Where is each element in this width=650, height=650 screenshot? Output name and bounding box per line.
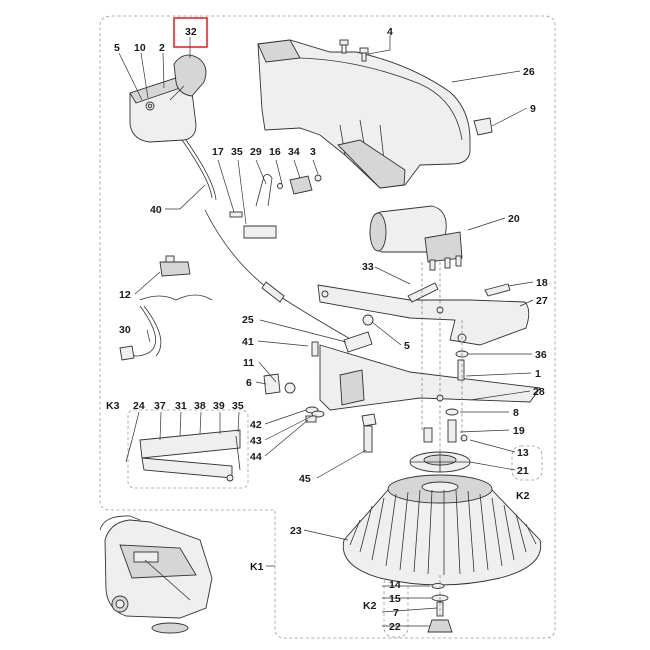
lower-arm bbox=[319, 344, 541, 411]
bracket-9 bbox=[473, 117, 493, 136]
label-21: 21 bbox=[517, 465, 529, 477]
label-k1: K1 bbox=[250, 561, 264, 573]
label-41: 41 bbox=[242, 336, 254, 348]
kit-k3-box bbox=[127, 409, 249, 489]
screw-33 bbox=[407, 282, 439, 303]
lever-knob bbox=[169, 54, 207, 101]
label-15: 15 bbox=[389, 593, 401, 605]
label-3: 3 bbox=[310, 146, 316, 158]
label-10: 10 bbox=[134, 42, 146, 54]
label-35-k3: 35 bbox=[232, 400, 244, 412]
label-38: 38 bbox=[194, 400, 206, 412]
label-5: 5 bbox=[114, 42, 120, 54]
label-5-lower: 5 bbox=[404, 340, 410, 352]
label-22: 22 bbox=[389, 621, 401, 633]
brush-cover bbox=[257, 39, 471, 189]
label-43: 43 bbox=[250, 435, 262, 447]
kit-k2-box-right bbox=[511, 445, 543, 481]
label-37: 37 bbox=[154, 400, 166, 412]
cable-40 bbox=[181, 139, 213, 199]
label-25: 25 bbox=[242, 314, 254, 326]
screw-41 bbox=[311, 341, 319, 357]
wiring-harness bbox=[119, 294, 213, 361]
callout-labels: 32 5 10 2 4 26 9 17 35 29 16 34 3 40 20 … bbox=[106, 26, 548, 633]
label-7: 7 bbox=[393, 607, 399, 619]
label-19: 19 bbox=[513, 425, 525, 437]
label-13: 13 bbox=[517, 447, 529, 459]
highlight-box-32 bbox=[173, 17, 208, 48]
switch-12 bbox=[159, 255, 191, 277]
label-18: 18 bbox=[536, 277, 548, 289]
label-8: 8 bbox=[513, 407, 519, 419]
label-12: 12 bbox=[119, 289, 131, 301]
leader-lines bbox=[118, 35, 534, 627]
label-44: 44 bbox=[250, 451, 262, 463]
label-2: 2 bbox=[159, 42, 165, 54]
label-14: 14 bbox=[389, 579, 401, 591]
washers-42-44 bbox=[305, 406, 325, 423]
label-39: 39 bbox=[213, 400, 225, 412]
cable-25 bbox=[204, 209, 353, 341]
label-34: 34 bbox=[288, 146, 300, 158]
label-30: 30 bbox=[119, 324, 131, 336]
label-6: 6 bbox=[246, 377, 252, 389]
k3-plates bbox=[125, 429, 241, 482]
control-lever-housing bbox=[129, 77, 197, 143]
label-29: 29 bbox=[250, 146, 262, 158]
label-16: 16 bbox=[269, 146, 281, 158]
nut-5 bbox=[362, 314, 374, 326]
label-k3: K3 bbox=[106, 400, 120, 412]
label-27: 27 bbox=[536, 295, 548, 307]
cap-6 bbox=[263, 373, 296, 395]
label-k2-bottom: K2 bbox=[363, 600, 377, 612]
small-parts-row bbox=[229, 174, 322, 239]
label-35-top: 35 bbox=[231, 146, 243, 158]
screw-4 bbox=[339, 39, 369, 62]
label-20: 20 bbox=[508, 213, 520, 225]
label-45: 45 bbox=[299, 473, 311, 485]
tube-25 bbox=[343, 331, 373, 353]
label-33: 33 bbox=[362, 261, 374, 273]
assembly-frame bbox=[99, 15, 556, 639]
bolt-45 bbox=[361, 413, 377, 453]
side-brush bbox=[342, 474, 542, 586]
bottom-fasteners bbox=[427, 583, 453, 633]
label-36: 36 bbox=[535, 349, 547, 361]
label-42: 42 bbox=[250, 419, 262, 431]
label-k2-right: K2 bbox=[516, 490, 530, 502]
label-40: 40 bbox=[150, 204, 162, 216]
label-28: 28 bbox=[533, 386, 545, 398]
label-31: 31 bbox=[175, 400, 187, 412]
machine-overview bbox=[99, 515, 213, 634]
label-1: 1 bbox=[535, 368, 541, 380]
label-4: 4 bbox=[387, 26, 393, 38]
brush-motor bbox=[369, 205, 463, 271]
label-17: 17 bbox=[212, 146, 224, 158]
label-26: 26 bbox=[523, 66, 535, 78]
label-23: 23 bbox=[290, 525, 302, 537]
label-24: 24 bbox=[133, 400, 145, 412]
label-32: 32 bbox=[185, 26, 197, 38]
label-9: 9 bbox=[530, 103, 536, 115]
screw-18 bbox=[484, 283, 511, 297]
label-11: 11 bbox=[243, 357, 254, 369]
